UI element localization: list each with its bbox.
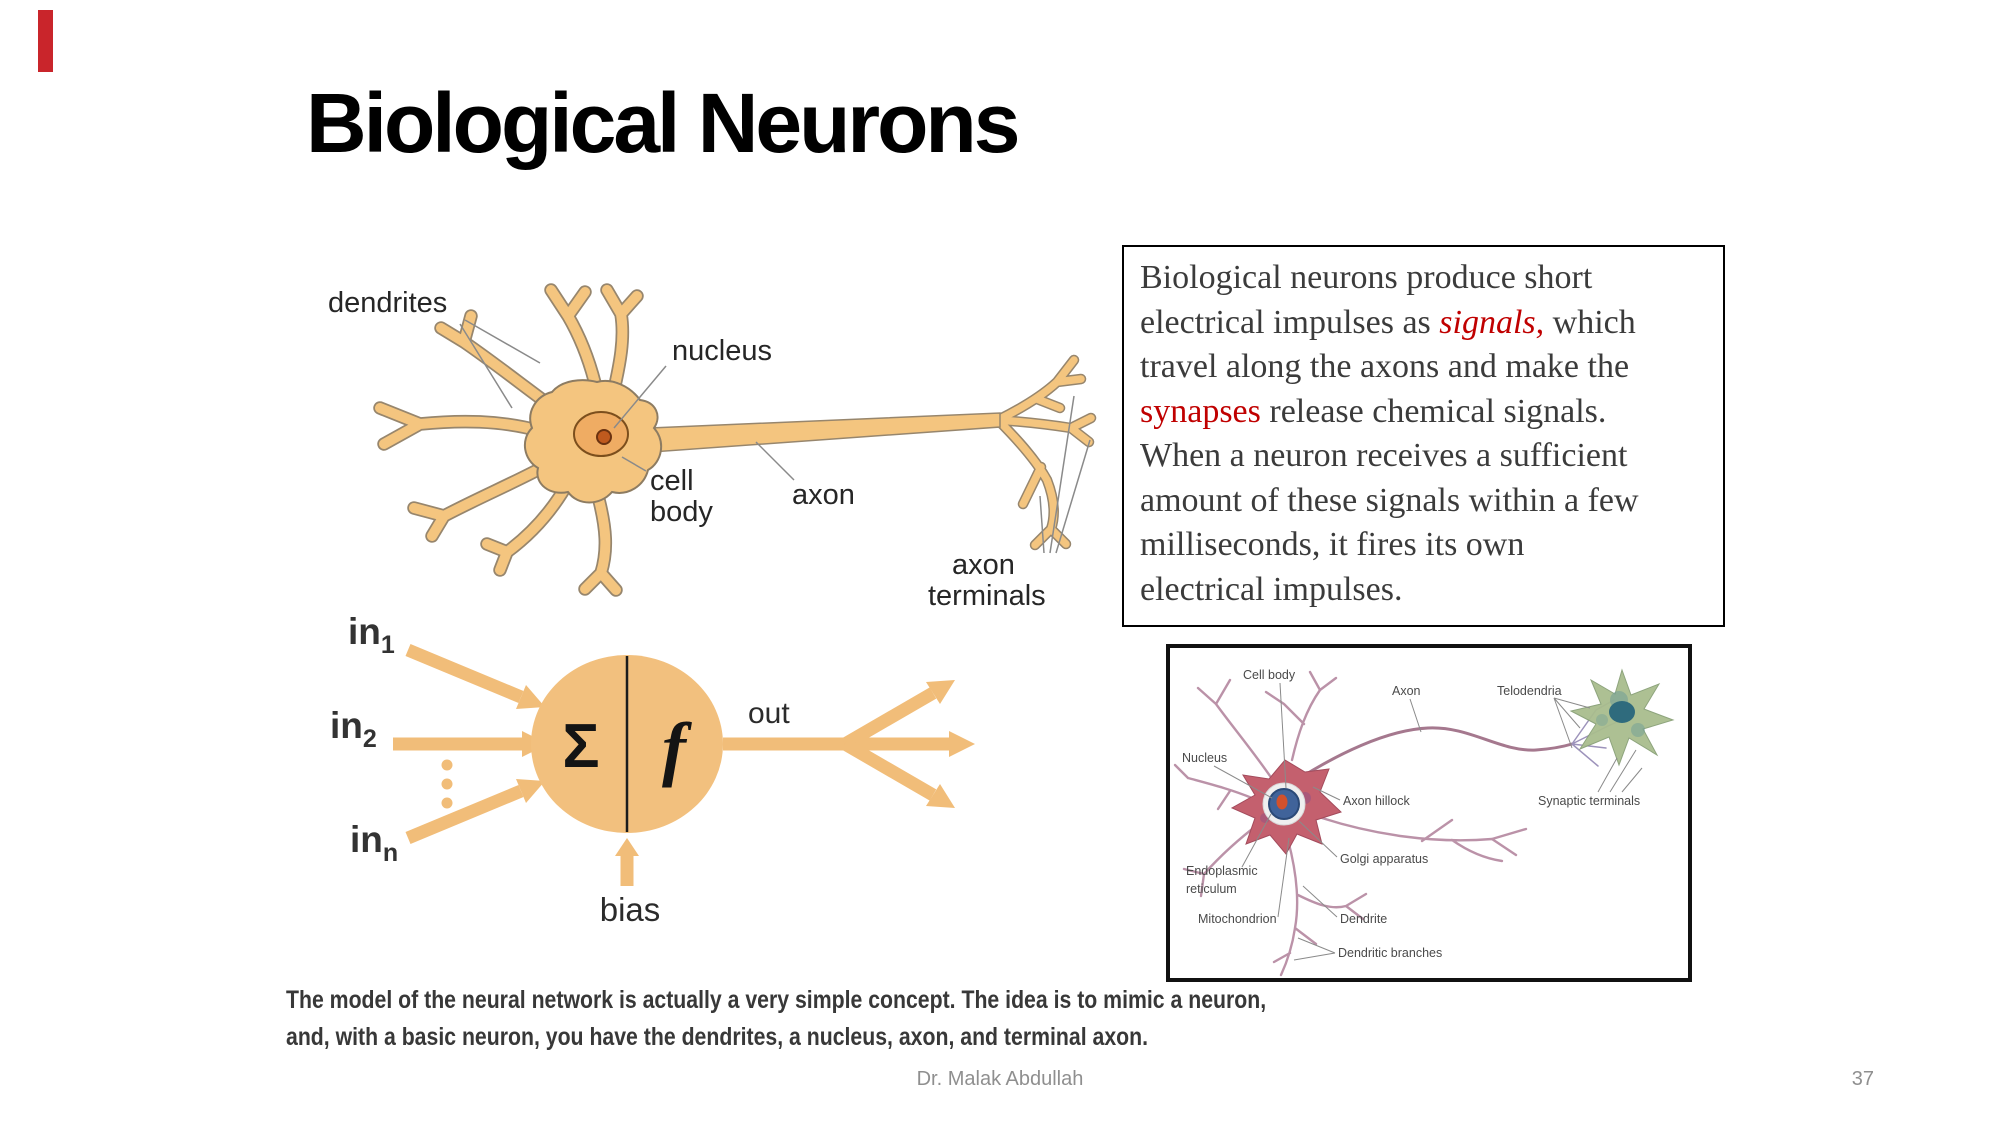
dendrites-label: dendrites	[328, 287, 447, 319]
inputn-label: inn	[350, 819, 398, 867]
axon-label-2: Axon	[1392, 684, 1421, 698]
page-number: 37	[1851, 1068, 1874, 1090]
cell-body-label-line2: body	[650, 496, 713, 528]
synaptic-terminal-cell	[1569, 668, 1675, 767]
endoplasmic-reticulum-label-line1: Endoplasmic	[1186, 864, 1258, 878]
info-text-box: Biological neurons produce short electri…	[1122, 245, 1725, 627]
info-text-signals: signals,	[1439, 303, 1545, 341]
axon-terminals-label-line1: axon	[952, 549, 1015, 581]
info-text-synapses: synapses	[1140, 392, 1261, 430]
input-arrows	[393, 643, 548, 845]
cell-body-label: Cell body	[1243, 668, 1296, 682]
slide-accent-bar	[38, 10, 53, 72]
caption-text: The model of the neural network is actua…	[286, 982, 1536, 1056]
biological-neuron-diagram: dendrites nucleus cell body axon axon te…	[328, 283, 1097, 612]
dendritic-branches-label: Dendritic branches	[1338, 946, 1442, 960]
neuron-drawing	[373, 283, 1097, 597]
cell-body-label-line1: cell	[650, 465, 694, 497]
artificial-neuron-diagram: Σ f in1 in2 inn out bias	[330, 611, 975, 928]
axon-terminals-label-line2: terminals	[928, 580, 1046, 612]
bio-diagram-leaders	[459, 319, 1091, 554]
input-dots	[441, 759, 453, 809]
nucleolus-shape	[596, 429, 612, 445]
nucleus-label: nucleus	[672, 335, 772, 367]
anatomy-leaders	[1213, 682, 1643, 961]
out-label: out	[748, 697, 790, 730]
endoplasmic-reticulum-label-line2: reticulum	[1186, 882, 1237, 896]
info-text-segment: release chemical signals. When a neuron …	[1140, 392, 1639, 608]
anatomy-soma	[1230, 759, 1342, 855]
output-arrows	[723, 680, 975, 808]
telodendria-label: Telodendria	[1497, 684, 1562, 698]
footer-author: Dr. Malak Abdullah	[916, 1068, 1084, 1090]
anatomy-axon	[1298, 726, 1574, 780]
axon-hillock-label: Axon hillock	[1343, 794, 1410, 808]
dendrite-label: Dendrite	[1340, 912, 1387, 926]
synaptic-terminals-label: Synaptic terminals	[1538, 794, 1640, 808]
info-text-segment: Biological neurons produce short electri…	[1140, 259, 1593, 341]
input1-label: in1	[348, 611, 395, 659]
mitochondrion-label: Mitochondrion	[1198, 912, 1277, 926]
info-text-segment: which travel along the axons and make th…	[1140, 303, 1636, 386]
anatomy-dendrites	[1173, 670, 1528, 977]
bias-label: bias	[600, 891, 661, 928]
neuron-anatomy-figure: Cell body Axon Telodendria Nucleus Axon …	[1166, 644, 1692, 982]
slide-title: Biological Neurons	[306, 76, 1020, 170]
axon-label: axon	[792, 479, 855, 511]
sum-symbol: Σ	[562, 712, 599, 781]
caption-line2: and, with a basic neuron, you have the d…	[286, 1023, 1149, 1051]
input2-label: in2	[330, 705, 377, 753]
bias-arrow	[615, 838, 639, 886]
golgi-apparatus-label: Golgi apparatus	[1340, 852, 1428, 866]
nucleus-label-2: Nucleus	[1182, 751, 1227, 765]
anatomy-drawing: Cell body Axon Telodendria Nucleus Axon …	[1173, 668, 1675, 977]
caption-line1: The model of the neural network is actua…	[286, 986, 1267, 1014]
